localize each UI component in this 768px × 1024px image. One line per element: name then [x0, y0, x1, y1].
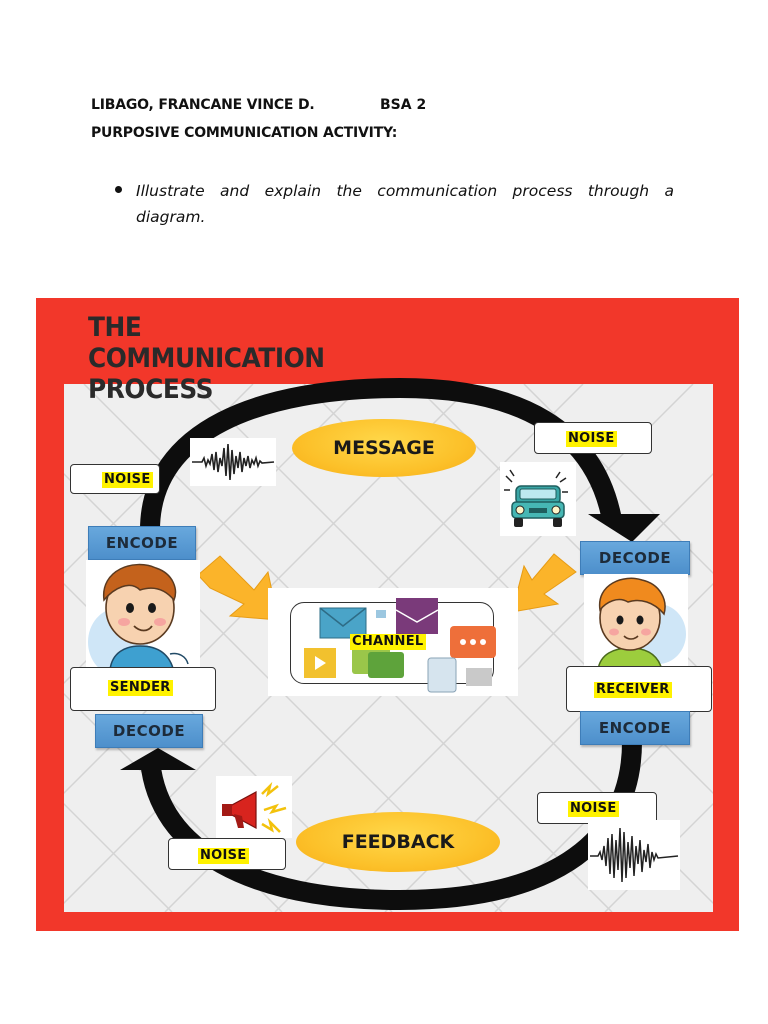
- noise-label-top-left: NOISE: [102, 472, 153, 488]
- message-oval: MESSAGE: [292, 419, 476, 477]
- diagram-title-line-2: COMMUNICATION: [88, 343, 325, 374]
- car-icon: [500, 462, 576, 536]
- activity-title: PURPOSIVE COMMUNICATION ACTIVITY:: [91, 125, 398, 141]
- channel-image: CHANNEL: [268, 588, 518, 696]
- receiver-decode-box: DECODE: [580, 541, 690, 575]
- receiver-label: RECEIVER: [594, 682, 672, 698]
- noise-label-bottom-left: NOISE: [198, 848, 249, 864]
- feedback-oval: FEEDBACK: [296, 812, 500, 872]
- receiver-encode-box: ENCODE: [580, 711, 690, 745]
- instruction-text: Illustrate and explain the communication…: [136, 182, 674, 226]
- sound-wave-icon-2: [588, 820, 680, 890]
- diagram-title-line-3: PROCESS: [88, 374, 214, 405]
- bullet-icon: [115, 186, 122, 193]
- channel-label: CHANNEL: [350, 634, 426, 650]
- yellow-arrow-right: [511, 553, 577, 613]
- sender-label: SENDER: [108, 680, 173, 696]
- sender-decode-box: DECODE: [95, 714, 203, 748]
- diagram-title-line-1: THE: [88, 312, 142, 343]
- noise-label-bottom-right: NOISE: [568, 801, 619, 817]
- sound-wave-icon: [190, 438, 276, 486]
- class-code: BSA 2: [380, 97, 427, 113]
- receiver-child-icon: [584, 574, 688, 670]
- student-name: LIBAGO, FRANCANE VINCE D.: [91, 97, 315, 113]
- arrow-head-feedback: [120, 748, 196, 770]
- arrow-head-decode: [588, 514, 660, 542]
- media-icons: [304, 598, 496, 693]
- yellow-arrow-left: [197, 555, 279, 621]
- sender-encode-box: ENCODE: [88, 526, 196, 560]
- noise-label-top-right: NOISE: [566, 431, 617, 447]
- noise-box-top-right: [534, 422, 652, 454]
- megaphone-icon: [216, 776, 292, 838]
- sender-child-icon: [86, 560, 200, 678]
